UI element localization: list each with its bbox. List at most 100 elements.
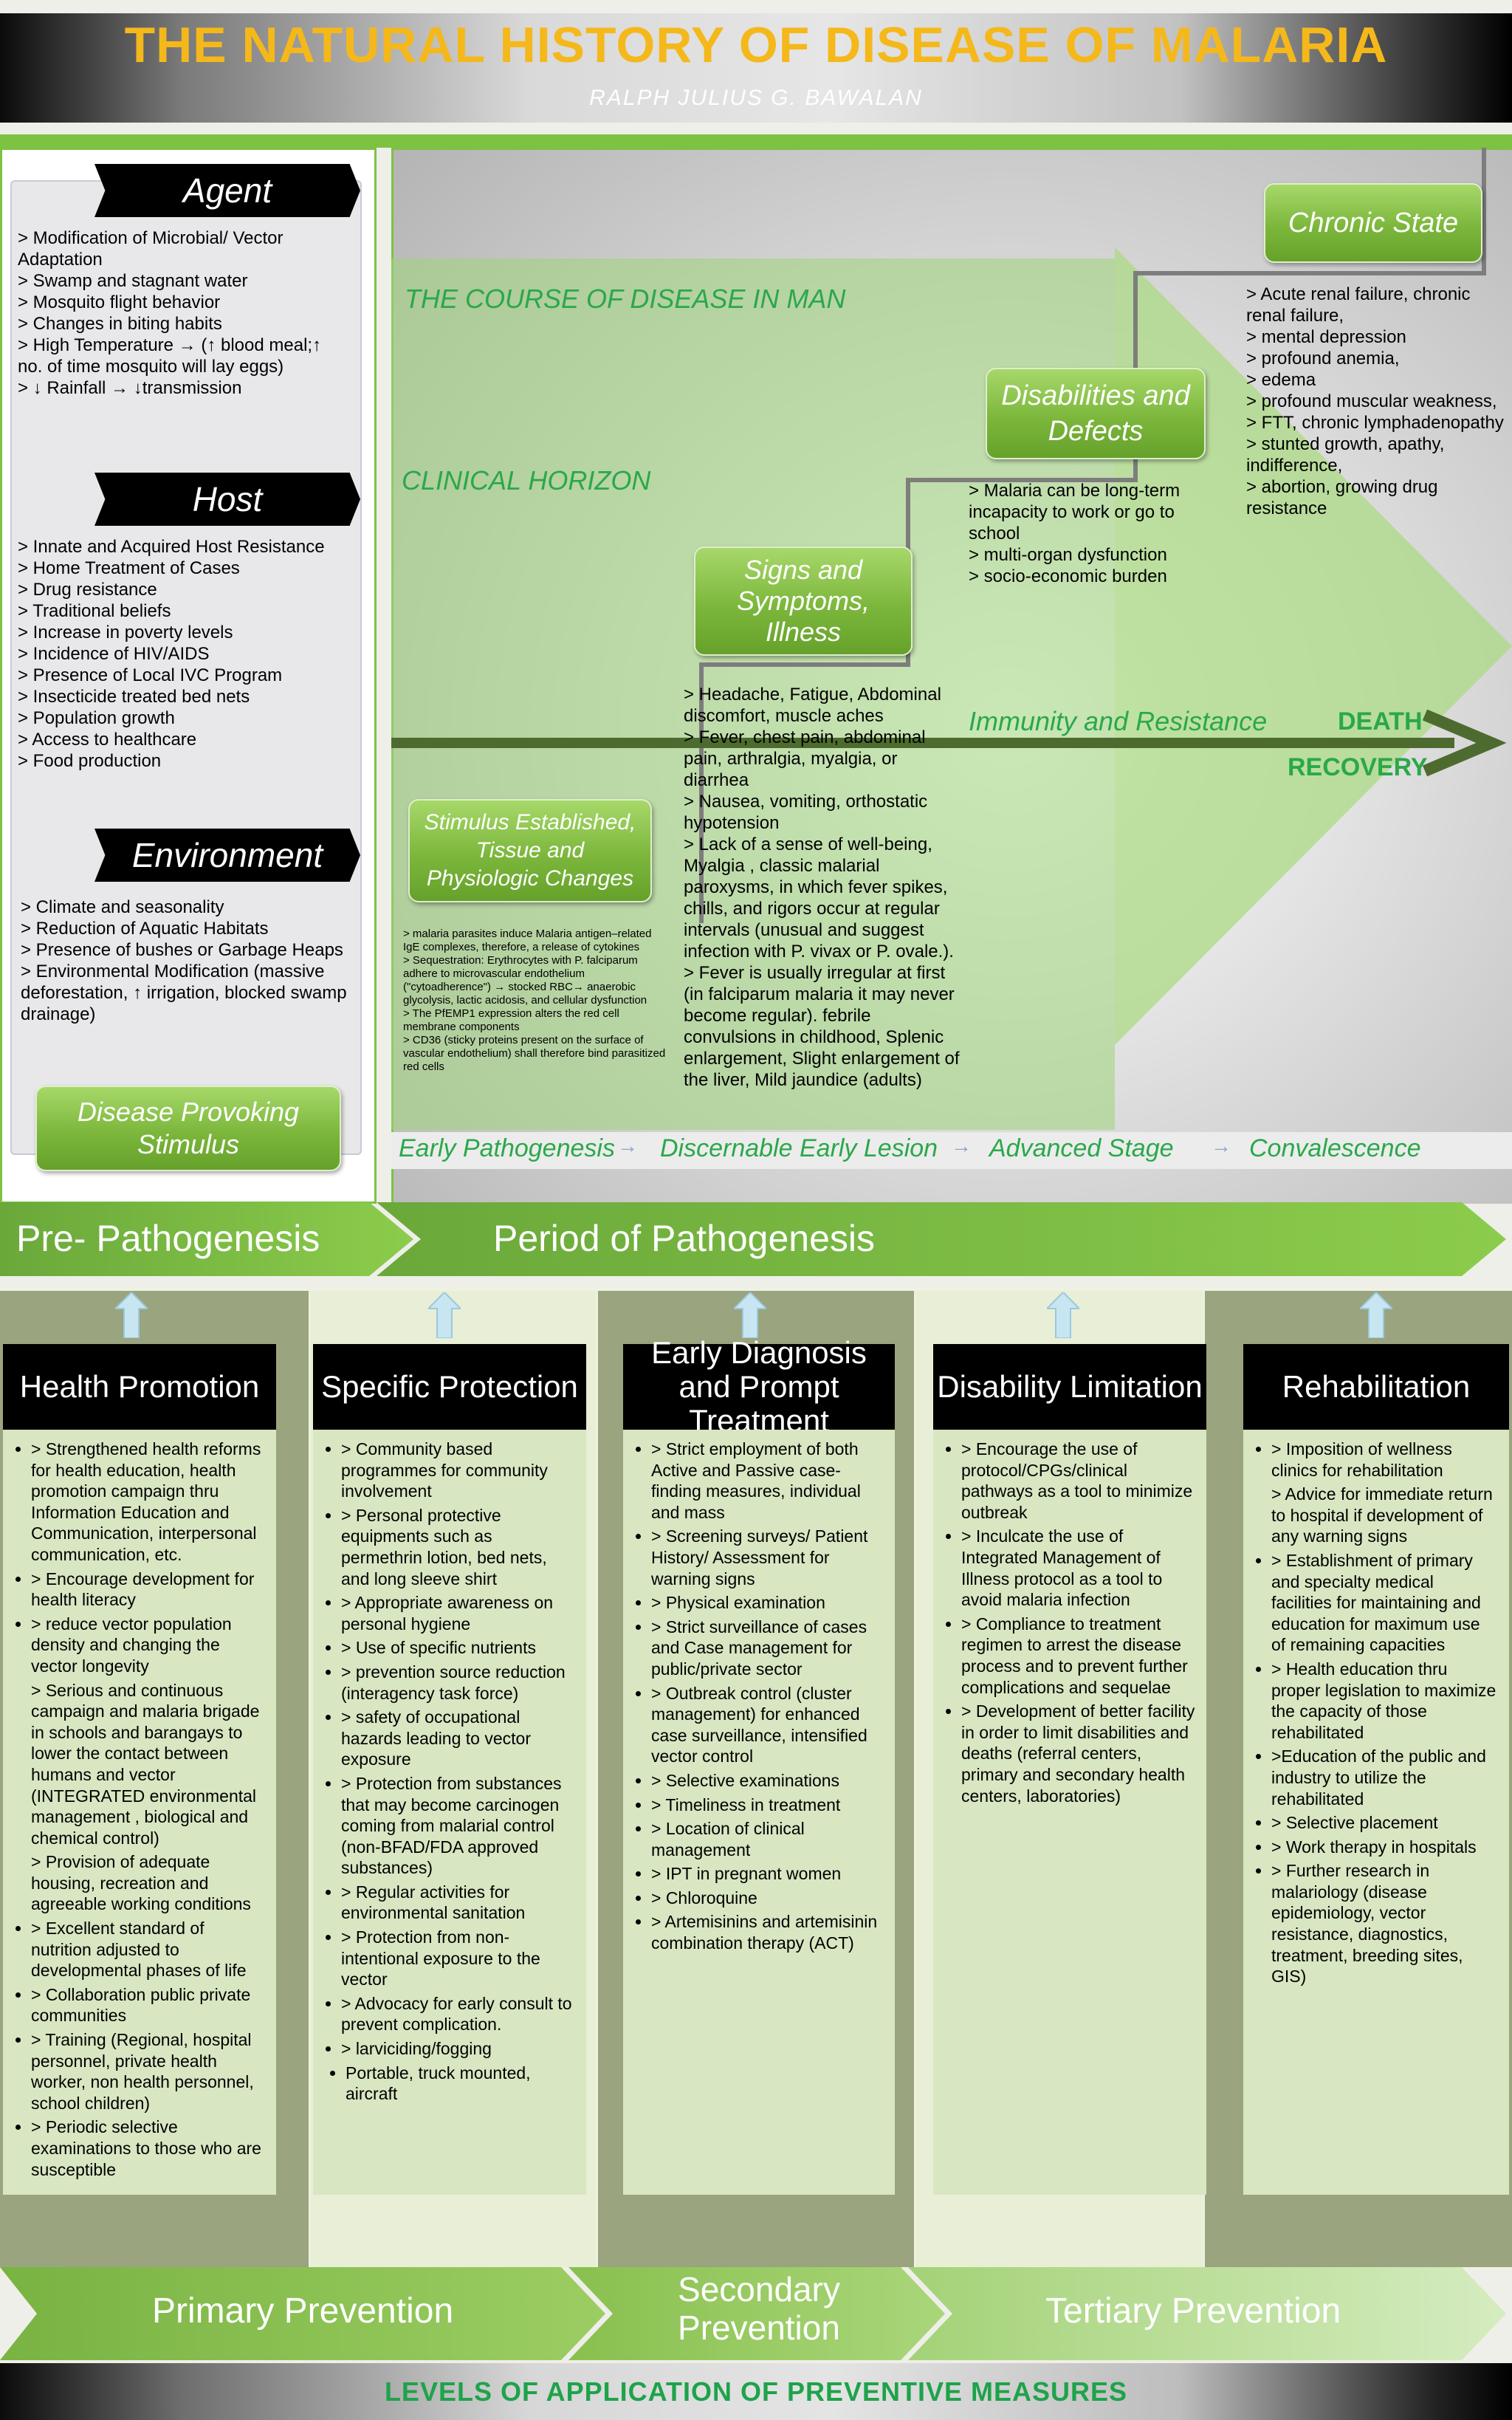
stage-discernable-early-lesion: Discernable Early Lesion: [660, 1134, 938, 1162]
list-item: > Inculcate the use of Integrated Manage…: [961, 1526, 1196, 1610]
early-diagnosis-body: > Strict employment of both Active and P…: [623, 1430, 895, 2195]
agent-item: > Modification of Microbial/ Vector Adap…: [18, 228, 284, 270]
list-item: > Training (Regional, hospital personnel…: [31, 2029, 266, 2114]
header-banner: [0, 13, 1512, 123]
list-item: > Provision of adequate housing, recreat…: [31, 1852, 251, 1914]
rehabilitation-title: Rehabilitation: [1243, 1344, 1509, 1430]
list-item: > Use of specific nutrients: [341, 1637, 576, 1659]
chronic-item: > abortion, growing drug resistance: [1246, 477, 1438, 518]
disabilities-list: > Malaria can be long-term incapacity to…: [969, 480, 1220, 587]
specific-protection-body: > Community based programmes for communi…: [313, 1430, 586, 2195]
agent-item: > High Temperature → (↑ blood meal;↑ no.…: [18, 335, 322, 377]
list-item: > Appropriate awareness on personal hygi…: [341, 1592, 576, 1634]
host-item: > Food production: [18, 751, 162, 771]
list-item: > Community based programmes for communi…: [341, 1439, 576, 1502]
list-item: > Strict employment of both Active and P…: [651, 1439, 884, 1523]
poster-title: THE NATURAL HISTORY OF DISEASE OF MALARI…: [124, 17, 1388, 73]
host-item: > Traditional beliefs: [18, 601, 171, 621]
secondary-prevention-label: Secondary Prevention: [678, 2270, 840, 2347]
environment-tab: Environment: [94, 829, 360, 882]
period-pathogenesis-label: Period of Pathogenesis: [493, 1218, 876, 1259]
signs-item: > Headache, Fatigue, Abdominal discomfor…: [684, 685, 941, 726]
clinical-horizon-label: CLINICAL HORIZON: [402, 465, 651, 496]
prevention-arrow-bar: [0, 2267, 1506, 2360]
host-item: > Insecticide treated bed nets: [18, 687, 250, 707]
host-list: > Innate and Acquired Host Resistance > …: [18, 536, 357, 772]
list-item: > Protection from non-intentional exposu…: [341, 1927, 576, 1990]
chronic-item: > stunted growth, apathy, indifference,: [1246, 434, 1445, 476]
list-item: > Encourage the use of protocol/CPGs/cli…: [961, 1439, 1196, 1523]
list-item: > Regular activities for environmental s…: [341, 1882, 576, 1924]
chronic-list: > Acute renal failure, chronic renal fai…: [1246, 284, 1506, 519]
disabilities-defects-box: Disabilities and Defects: [986, 368, 1206, 459]
agent-tab: Agent: [94, 164, 360, 217]
period-pathogenesis-arrow: [377, 1202, 1506, 1276]
stage-advanced-stage: Advanced Stage: [989, 1134, 1174, 1162]
stage-arrow-icon: →: [617, 1134, 638, 1157]
list-item: > safety of occupational hazards leading…: [341, 1707, 576, 1770]
list-item: > Work therapy in hospitals: [1271, 1837, 1499, 1858]
disability-limitation-title: Disability Limitation: [933, 1344, 1206, 1430]
stage-early-pathogenesis: Early Pathogenesis: [399, 1134, 615, 1162]
environment-item: > Presence of bushes or Garbage Heaps: [21, 940, 343, 960]
chronic-state-box: Chronic State: [1264, 183, 1482, 263]
immunity-resistance-label: Immunity and Resistance: [969, 706, 1268, 736]
up-arrow-icon: [1360, 1292, 1392, 1338]
stimulus-item: > malaria parasites induce Malaria antig…: [403, 928, 652, 953]
signs-item: > Nausea, vomiting, orthostatic hypotens…: [684, 792, 928, 833]
arrow-highlight: [1115, 247, 1512, 1045]
list-item: > Establishment of primary and specialty…: [1271, 1550, 1499, 1656]
environment-item: > Climate and seasonality: [21, 897, 224, 917]
list-item: > IPT in pregnant women: [651, 1863, 884, 1885]
stimulus-established-box: Stimulus Established, Tissue and Physiol…: [408, 799, 652, 902]
list-item: > Artemisinins and artemisinin combinati…: [651, 1911, 884, 1953]
primary-prevention-label: Primary Prevention: [152, 2292, 454, 2331]
host-item: > Increase in poverty levels: [18, 623, 233, 642]
list-item: > Screening surveys/ Patient History/ As…: [651, 1526, 884, 1589]
list-item: > Serious and continuous campaign and ma…: [31, 1680, 260, 1848]
footer-banner: [0, 2363, 1512, 2420]
clinical-stairs: [699, 148, 1486, 923]
chronic-item: > edema: [1246, 370, 1316, 390]
stage-arrow-icon: →: [951, 1134, 972, 1157]
list-item: > prevention source reduction (interagen…: [341, 1662, 576, 1704]
agent-item: > ↓ Rainfall → ↓transmission: [18, 378, 242, 398]
chronic-item: > mental depression: [1246, 327, 1406, 347]
tertiary-prevention-label: Tertiary Prevention: [1045, 2292, 1341, 2331]
list-item: > Selective placement: [1271, 1812, 1499, 1834]
stage-arrow-icon: →: [1211, 1134, 1231, 1157]
list-item: > Physical examination: [651, 1592, 884, 1614]
list-item: > Health education thru proper legislati…: [1271, 1659, 1499, 1743]
pathogenesis-stages-row: [391, 1132, 1512, 1169]
chronic-item: > profound anemia,: [1246, 349, 1400, 369]
host-item: > Population growth: [18, 708, 175, 728]
list-item: > Location of clinical management: [651, 1818, 884, 1860]
specific-protection-title: Specific Protection: [313, 1344, 586, 1430]
health-promotion-title: Health Promotion: [3, 1344, 276, 1430]
signs-symptoms-list: > Headache, Fatigue, Abdominal discomfor…: [684, 684, 961, 1091]
environment-item: > Reduction of Aquatic Habitats: [21, 919, 269, 939]
list-item: > Collaboration public private communiti…: [31, 1984, 266, 2026]
up-arrow-icon: [1047, 1292, 1079, 1338]
list-item: > Encourage development for health liter…: [31, 1569, 266, 1611]
agent-item: > Changes in biting habits: [18, 314, 222, 334]
list-item: > Strict surveillance of cases and Case …: [651, 1617, 884, 1680]
host-item: > Presence of Local IVC Program: [18, 665, 283, 685]
disabilities-item: > multi-organ dysfunction: [969, 545, 1167, 565]
disabilities-item: > Malaria can be long-term incapacity to…: [969, 481, 1181, 544]
recovery-label: RECOVERY: [1288, 753, 1428, 781]
header-green-strip: [0, 134, 1512, 148]
period-arrow-bar: [0, 1202, 1506, 1276]
stimulus-list: > malaria parasites induce Malaria antig…: [403, 928, 669, 1074]
host-item: > Drug resistance: [18, 580, 157, 600]
chronic-item: > FTT, chronic lymphadenopathy: [1246, 413, 1504, 433]
list-item: > Advice for immediate return to hospita…: [1271, 1484, 1493, 1546]
course-diagram-graphics: [391, 148, 1512, 1130]
list-item: > Excellent standard of nutrition adjust…: [31, 1918, 266, 1981]
list-item: > Further research in malariology (disea…: [1271, 1860, 1499, 1987]
signs-item: > Fever is usually irregular at first (i…: [684, 963, 960, 1090]
chronic-item: > Acute renal failure, chronic renal fai…: [1246, 284, 1471, 326]
footer-title: LEVELS OF APPLICATION OF PREVENTIVE MEAS…: [384, 2376, 1128, 2407]
host-item: > Access to healthcare: [18, 730, 197, 750]
agent-item: > Mosquito flight behavior: [18, 292, 221, 312]
